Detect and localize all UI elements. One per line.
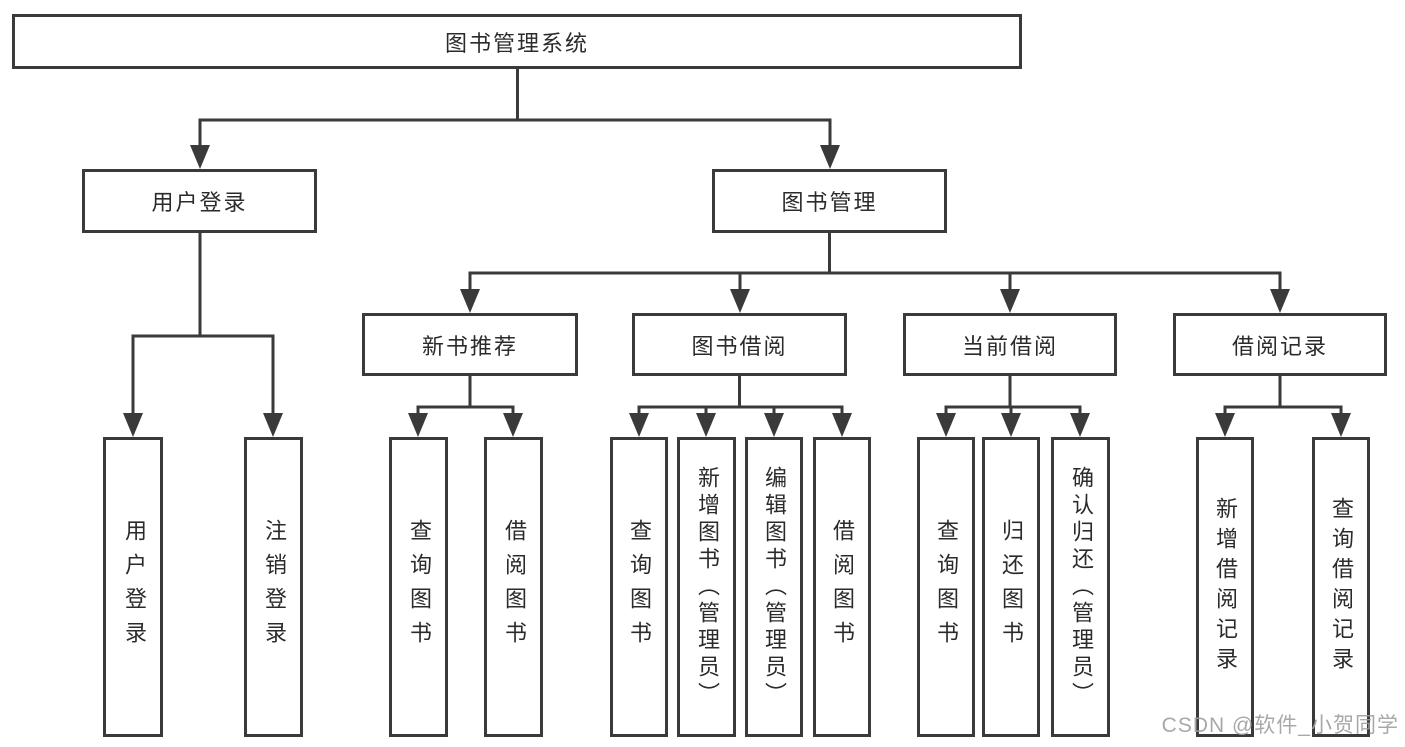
connector-borrow-records bbox=[1223, 376, 1343, 418]
node-query-books-borrow: 查询图书 bbox=[610, 437, 668, 737]
node-add-borrow-record: 新增借阅记录 bbox=[1196, 437, 1254, 737]
node-current-borrow: 当前借阅 bbox=[903, 313, 1117, 376]
connector-root bbox=[198, 69, 832, 150]
node-return-book: 归还图书 bbox=[982, 437, 1040, 737]
arrow-icon bbox=[764, 413, 784, 437]
arrow-icon bbox=[832, 413, 852, 437]
arrow-icon bbox=[460, 289, 480, 313]
arrow-icon bbox=[1331, 413, 1351, 437]
node-user-login: 用户登录 bbox=[103, 437, 163, 737]
arrow-icon bbox=[820, 145, 840, 169]
arrow-icon bbox=[1000, 289, 1020, 313]
node-query-borrow-record: 查询借阅记录 bbox=[1312, 437, 1370, 737]
connector-book-management bbox=[468, 233, 1282, 292]
node-borrow-books-recommend: 借阅图书 bbox=[484, 437, 543, 737]
connector-current-borrow bbox=[944, 376, 1082, 418]
node-book-management-branch: 图书管理 bbox=[712, 169, 947, 233]
arrow-icon bbox=[629, 413, 649, 437]
watermark: CSDN @软件_小贺同学 bbox=[1161, 714, 1399, 737]
node-new-book-recommend: 新书推荐 bbox=[362, 313, 578, 376]
arrow-icon bbox=[1001, 413, 1021, 437]
node-book-borrow: 图书借阅 bbox=[632, 313, 847, 376]
arrowheads bbox=[123, 145, 1351, 437]
arrow-icon bbox=[1215, 413, 1235, 437]
connector-new-book bbox=[416, 376, 515, 418]
arrow-icon bbox=[190, 145, 210, 169]
node-query-books-recommend: 查询图书 bbox=[389, 437, 448, 737]
node-add-book-admin: 新增图书（管理员） bbox=[677, 437, 736, 737]
node-user-login-branch: 用户登录 bbox=[82, 169, 317, 233]
node-root: 图书管理系统 bbox=[12, 14, 1022, 69]
node-confirm-return-admin: 确认归还（管理员） bbox=[1051, 437, 1110, 737]
node-query-books-current: 查询图书 bbox=[917, 437, 975, 737]
node-borrow-books: 借阅图书 bbox=[813, 437, 871, 737]
arrow-icon bbox=[936, 413, 956, 437]
arrow-icon bbox=[263, 413, 283, 437]
node-logout: 注销登录 bbox=[244, 437, 303, 737]
arrow-icon bbox=[696, 413, 716, 437]
arrow-icon bbox=[730, 289, 750, 313]
arrow-icon bbox=[1270, 289, 1290, 313]
connector-user-login bbox=[131, 233, 275, 418]
arrow-icon bbox=[1070, 413, 1090, 437]
arrow-icon bbox=[503, 413, 523, 437]
arrow-icon bbox=[123, 413, 143, 437]
node-edit-book-admin: 编辑图书（管理员） bbox=[745, 437, 803, 737]
arrow-icon bbox=[408, 413, 428, 437]
node-borrow-records: 借阅记录 bbox=[1173, 313, 1387, 376]
connector-book-borrow bbox=[637, 376, 844, 418]
